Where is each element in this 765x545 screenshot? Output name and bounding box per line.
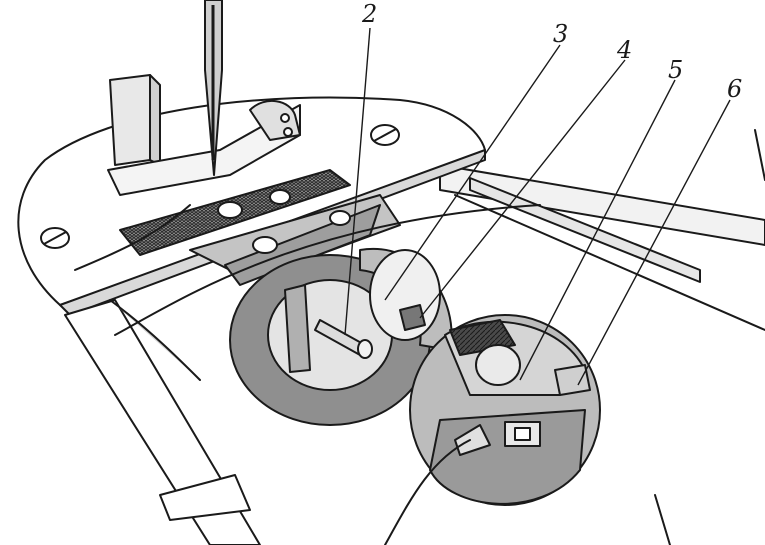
bobbin-case: [409, 314, 601, 506]
callout-4: 4: [616, 36, 632, 64]
screw-right: [370, 124, 400, 146]
callout-3: 3: [553, 20, 568, 48]
callout-5: 5: [668, 56, 683, 84]
needle: [204, 0, 223, 176]
feed-dog: [119, 169, 351, 256]
screw-left: [40, 227, 70, 249]
hook-bracket: [189, 194, 401, 286]
callout-6: 6: [727, 75, 742, 103]
leader-lines: [344, 27, 731, 386]
hook-spindle: [284, 284, 373, 373]
rail-frame: [439, 164, 765, 331]
upper-thread: [74, 204, 191, 271]
presser-foot: [107, 74, 301, 196]
frame-edge-line: [654, 494, 671, 545]
right-thread-segment: [754, 129, 765, 181]
frame-arms: [64, 204, 541, 545]
callout-2: 2: [361, 0, 377, 28]
bobbin-thread: [384, 439, 471, 545]
